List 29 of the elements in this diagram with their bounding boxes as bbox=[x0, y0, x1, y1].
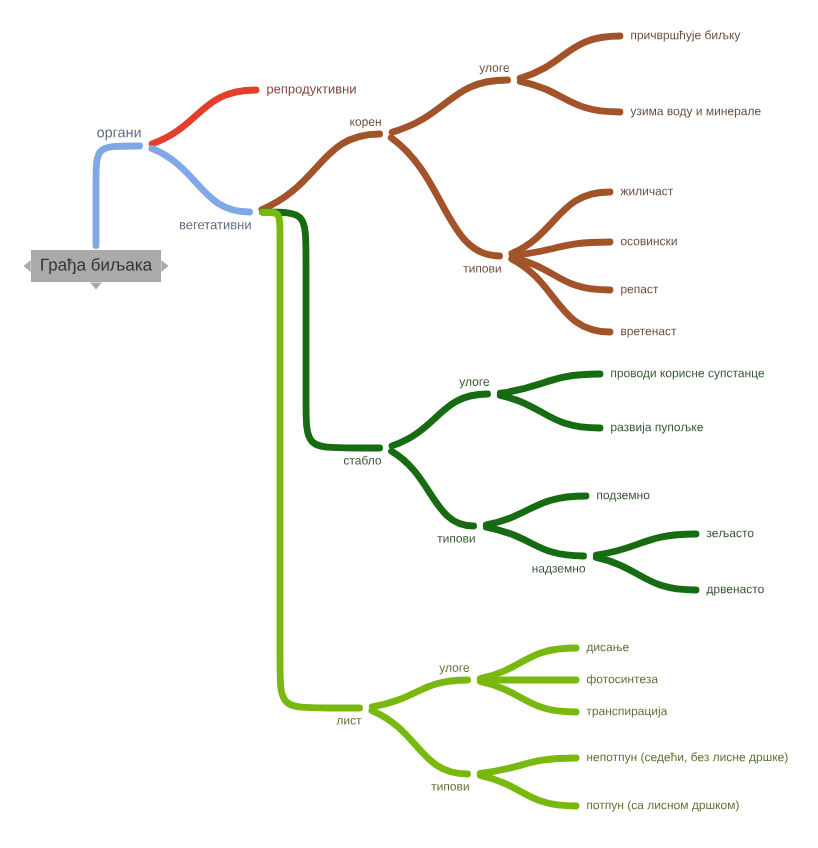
branch-line bbox=[592, 530, 700, 559]
branch-line bbox=[388, 390, 491, 450]
branch-line bbox=[368, 676, 471, 711]
branch-line bbox=[92, 142, 143, 249]
branch-line bbox=[388, 76, 511, 136]
branch-line bbox=[592, 554, 700, 594]
branch-line bbox=[482, 523, 587, 560]
branch-line bbox=[508, 254, 614, 294]
branch-line bbox=[516, 32, 624, 82]
root-box: Грађа биљака bbox=[23, 250, 169, 290]
branch-line bbox=[476, 678, 580, 716]
branch-line bbox=[482, 492, 590, 529]
branch-line bbox=[258, 130, 383, 213]
branch-line bbox=[387, 134, 503, 260]
branch-line bbox=[148, 86, 260, 148]
branch-line bbox=[508, 238, 614, 259]
branch-line bbox=[496, 392, 604, 432]
branch-line bbox=[496, 370, 604, 397]
branch-line bbox=[259, 208, 363, 712]
branch-line bbox=[368, 707, 471, 778]
branch-line bbox=[508, 255, 614, 336]
branch-line bbox=[516, 77, 624, 116]
branch-line bbox=[148, 145, 253, 216]
branch-line bbox=[476, 754, 580, 777]
branch-line bbox=[476, 771, 580, 810]
branch-line bbox=[476, 644, 580, 683]
branch-line bbox=[508, 188, 614, 257]
branch-line bbox=[388, 447, 477, 530]
branch-line bbox=[477, 676, 580, 684]
